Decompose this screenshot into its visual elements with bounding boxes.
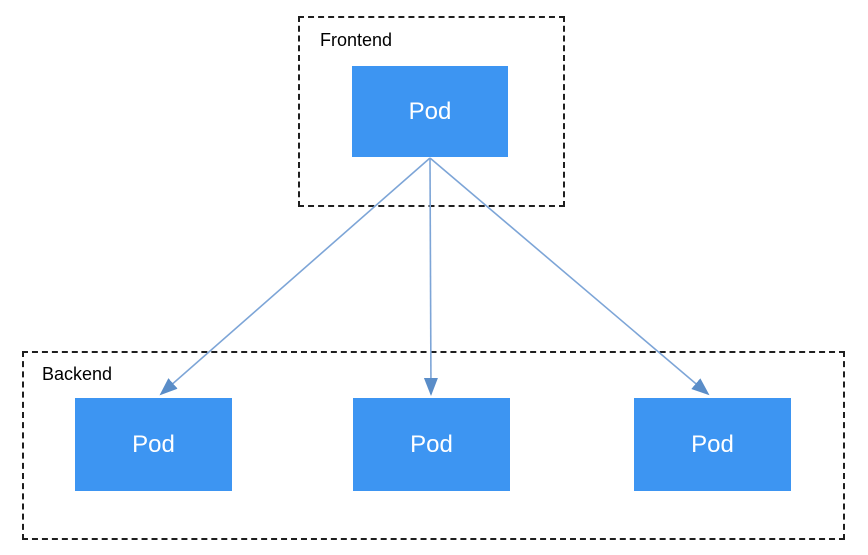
backend-pod-2-label: Pod (410, 430, 453, 458)
backend-pod-1: Pod (75, 398, 232, 491)
backend-group-label: Backend (42, 364, 113, 384)
backend-pod-3-label: Pod (691, 430, 734, 458)
backend-pod-2: Pod (353, 398, 510, 491)
frontend-pod-label: Pod (408, 97, 452, 125)
frontend-group-label: Frontend (320, 30, 393, 50)
backend-pod-3: Pod (634, 398, 791, 491)
backend-pod-1-label: Pod (132, 430, 175, 458)
frontend-pod: Pod (352, 66, 508, 157)
